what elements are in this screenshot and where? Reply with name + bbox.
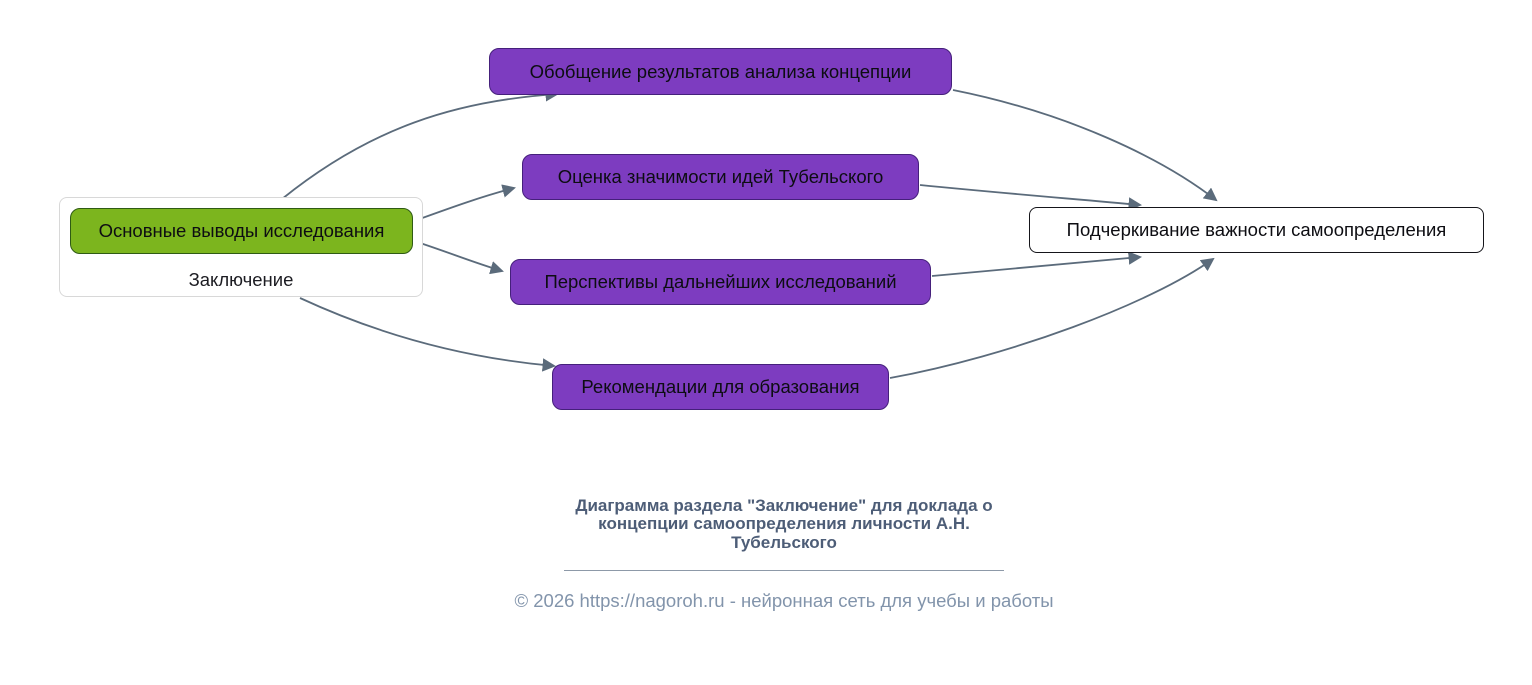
edge-recommendations-to-target (889, 257, 1215, 379)
node-self-determination-importance-label: Подчеркивание важности самоопределения (1066, 219, 1447, 240)
edge-conclusions-to-prospects (413, 240, 504, 275)
edge-prospects-to-target (931, 251, 1143, 277)
node-ideas-significance: Оценка значимости идей Тубельского (522, 154, 919, 200)
node-education-recommendations-label: Рекомендации для образования (581, 376, 860, 397)
edge-conclusions-to-recommendations (299, 297, 557, 372)
node-main-conclusions-label: Основные выводы исследования (98, 220, 385, 241)
edge-significance-to-target (919, 184, 1143, 211)
node-future-research-label: Перспективы дальнейших исследований (544, 271, 897, 292)
node-self-determination-importance: Подчеркивание важности самоопределения (1029, 207, 1484, 253)
conclusion-group-label: Заключение (188, 269, 294, 290)
edge-conclusions-to-significance (413, 184, 516, 222)
node-future-research: Перспективы дальнейших исследований (510, 259, 931, 305)
node-analysis-summary-label: Обобщение результатов анализа концепции (529, 60, 912, 82)
edge-summary-to-target (952, 89, 1218, 202)
conclusion-group: Основные выводы исследования Заключение (59, 197, 423, 297)
node-education-recommendations: Рекомендации для образования (552, 364, 889, 410)
node-ideas-significance-label: Оценка значимости идей Тубельского (557, 166, 884, 187)
node-analysis-summary: Обобщение результатов анализа концепции (489, 48, 952, 95)
node-main-conclusions: Основные выводы исследования (70, 208, 413, 254)
caption-divider (564, 570, 1004, 571)
caption-footer: © 2026 https://nagoroh.ru - нейронная се… (514, 590, 1054, 611)
edge-conclusions-to-summary (281, 88, 560, 200)
caption-title: Диаграмма раздела "Заключение" для докла… (575, 496, 993, 552)
